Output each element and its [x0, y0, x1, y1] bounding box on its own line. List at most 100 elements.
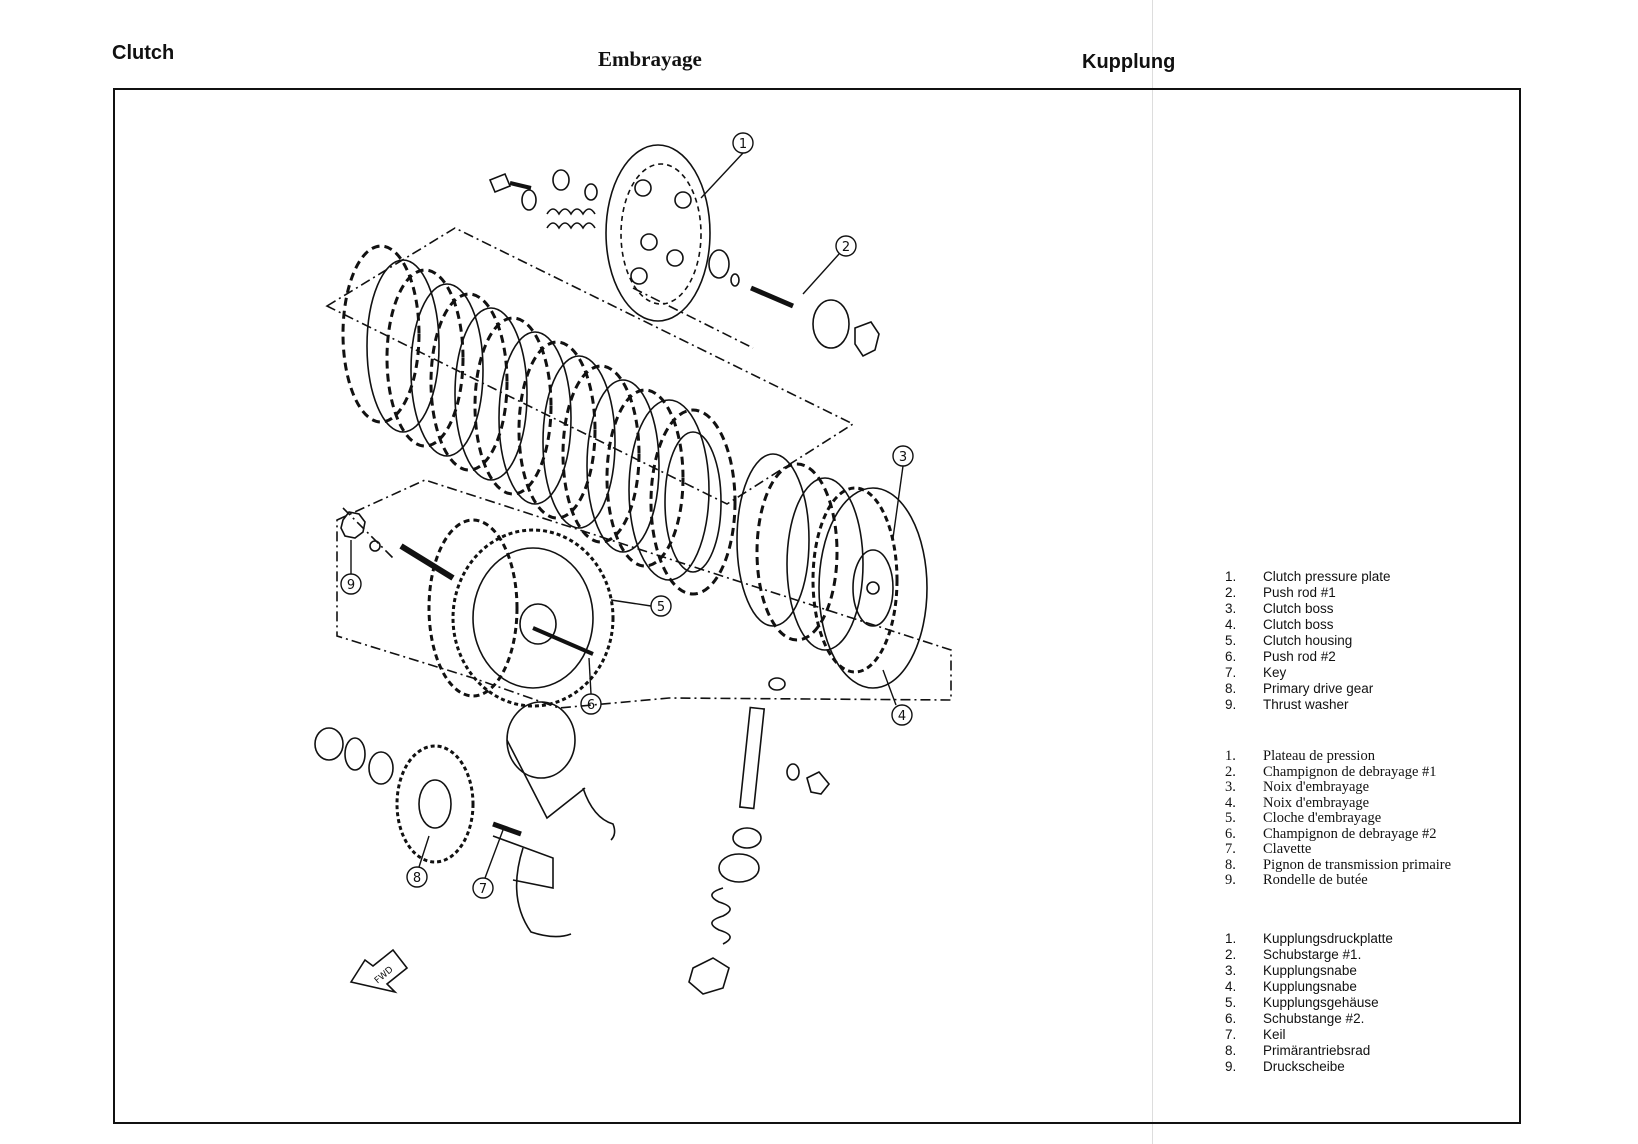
- legend-item-text: Kupplungsdruckplatte: [1263, 931, 1393, 946]
- legend-item-number: 5.: [1225, 810, 1236, 826]
- legend-item-text: Champignon de debrayage #1: [1263, 763, 1437, 780]
- pressure-plate-drawing: [605, 144, 711, 322]
- fwd-label: FWD: [373, 965, 396, 986]
- legend-item: 2.Champignon de debrayage #1: [1225, 763, 1451, 781]
- legend-item-number: 6.: [1225, 649, 1237, 664]
- callout-8: 8: [413, 871, 421, 886]
- legend-item: 4.Clutch boss: [1225, 617, 1391, 633]
- legend-item: 6.Push rod #2: [1225, 649, 1391, 665]
- legend-item-text: Clutch pressure plate: [1263, 569, 1391, 584]
- legend-item-number: 1.: [1225, 931, 1237, 946]
- legend-item-text: Champignon de debrayage #2: [1263, 825, 1437, 842]
- legend-item-text: Clutch boss: [1263, 617, 1334, 632]
- legend-item-number: 8.: [1225, 856, 1236, 873]
- legend-item-text: Clutch housing: [1263, 633, 1353, 648]
- legend-item-number: 5.: [1225, 995, 1237, 1010]
- legend-item: 5. Clutch housing: [1225, 633, 1391, 649]
- legend-item: 3.Noix d'embrayage: [1225, 779, 1451, 796]
- clutch-boss-drawing: [811, 486, 928, 689]
- legend-item: 7. Key: [1225, 665, 1391, 681]
- legend-item: 5. Cloche d'embrayage: [1225, 810, 1451, 827]
- legend-item-number: 9.: [1225, 697, 1237, 712]
- legend-item: 8. Primary drive gear: [1225, 681, 1391, 697]
- legend-item-text: Noix d'embrayage: [1263, 794, 1370, 811]
- callout-2: 2: [842, 240, 850, 255]
- legend-item-text: Primärantriebsrad: [1263, 1043, 1371, 1058]
- legend-item: 9. Rondelle de butée: [1225, 872, 1451, 889]
- legend-item-text: Pignon de transmission primaire: [1263, 856, 1452, 873]
- legend-item: 3. Clutch boss: [1225, 601, 1391, 617]
- callout-4: 4: [898, 709, 906, 724]
- legend-item-text: Clavette: [1263, 841, 1312, 857]
- clutch-exploded-diagram: 1 2 3 4 5 6 7 8 9 FWD: [314, 132, 952, 995]
- crankshaft-drawing: [492, 701, 616, 938]
- legend-item-number: 7.: [1225, 665, 1237, 680]
- legend-item-number: 6.: [1225, 1011, 1237, 1026]
- push-rod-1-drawing: [708, 249, 880, 358]
- legend-item: 5. Kupplungsgehäuse: [1225, 995, 1393, 1011]
- thrust-washer-drawing: [340, 511, 366, 539]
- callout-6: 6: [587, 698, 595, 713]
- legend-item-text: Schubstarge #1.: [1263, 947, 1362, 962]
- callout-9: 9: [347, 578, 355, 593]
- callout-5: 5: [657, 600, 665, 615]
- legend-item-text: Kupplungsnabe: [1263, 979, 1357, 994]
- legend-item: 2. Schubstarge #1.: [1225, 947, 1393, 963]
- legend-item: 4. Noix d'embrayage: [1225, 794, 1451, 812]
- springs-and-bolts: [488, 169, 598, 230]
- legend-item: 8. Pignon de transmission primaire: [1225, 856, 1452, 874]
- header-english: Clutch: [112, 42, 175, 64]
- legend-item: 9. Druckscheibe: [1225, 1059, 1393, 1075]
- primary-drive-gear-drawing: [314, 727, 522, 864]
- legend-item-number: 3.: [1225, 963, 1237, 978]
- callout-circle-8: [406, 866, 428, 888]
- clutch-plates-stack: [341, 244, 864, 651]
- legend-item-text: Key: [1263, 665, 1287, 680]
- legend-item-number: 3.: [1225, 601, 1237, 616]
- legend-item-number: 2.: [1225, 585, 1237, 600]
- legend-item-number: 8.: [1225, 681, 1237, 696]
- legend-item-text: Thrust washer: [1263, 697, 1349, 712]
- legend-item: 1. Clutch pressure plate: [1225, 569, 1391, 585]
- legend-item-text: Schubstange #2.: [1263, 1011, 1365, 1026]
- legend-item: 6. Schubstange #2.: [1225, 1011, 1393, 1027]
- diagram-frame: [113, 88, 1521, 1124]
- legend-item-number: 7.: [1225, 1027, 1237, 1042]
- callout-circle-7: [472, 877, 494, 899]
- legend-item-number: 9.: [1225, 872, 1236, 888]
- legend-item-number: 5.: [1225, 633, 1237, 648]
- callout-3: 3: [899, 450, 907, 465]
- fwd-arrow: [349, 948, 409, 994]
- header-french: Embrayage: [598, 47, 702, 71]
- callout-1: 1: [739, 137, 747, 152]
- callout-circle-2: [835, 235, 857, 257]
- legend-item-text: Primary drive gear: [1263, 681, 1374, 696]
- legend-item-text: Kupplungsgehäuse: [1263, 995, 1379, 1010]
- legend-item-text: Druckscheibe: [1263, 1059, 1345, 1074]
- legend-item-number: 6.: [1225, 825, 1236, 842]
- legend-item-number: 8.: [1225, 1043, 1237, 1058]
- legend-item-number: 2.: [1225, 947, 1237, 962]
- legend-item: 4. Kupplungsnabe: [1225, 979, 1393, 995]
- callout-7: 7: [479, 882, 487, 897]
- legend-item-number: 9.: [1225, 1059, 1237, 1074]
- housing-assembly-outline: [336, 479, 952, 709]
- legend-item-number: 4.: [1225, 979, 1237, 994]
- legend-item-number: 4.: [1225, 794, 1236, 811]
- legend-item-number: 3.: [1225, 779, 1236, 795]
- legend-item: 3. Kupplungsnabe: [1225, 963, 1393, 979]
- legend-item-text: Clutch boss: [1263, 601, 1334, 616]
- legend-item-text: Kupplungsnabe: [1263, 963, 1357, 978]
- legend-item: 7. Keil: [1225, 1027, 1393, 1043]
- legend-item-number: 1.: [1225, 569, 1237, 584]
- callout-circle-4: [891, 704, 913, 726]
- legend-item-text: Cloche d'embrayage: [1263, 810, 1382, 826]
- header-german: Kupplung: [1082, 51, 1176, 73]
- legend-item-text: Keil: [1263, 1027, 1286, 1042]
- clutch-housing-drawing: [399, 518, 615, 708]
- legend-item-text: Push rod #1: [1263, 585, 1336, 600]
- legend-item-text: Rondelle de butée: [1263, 872, 1368, 888]
- legend-item: 9. Thrust washer: [1225, 697, 1391, 713]
